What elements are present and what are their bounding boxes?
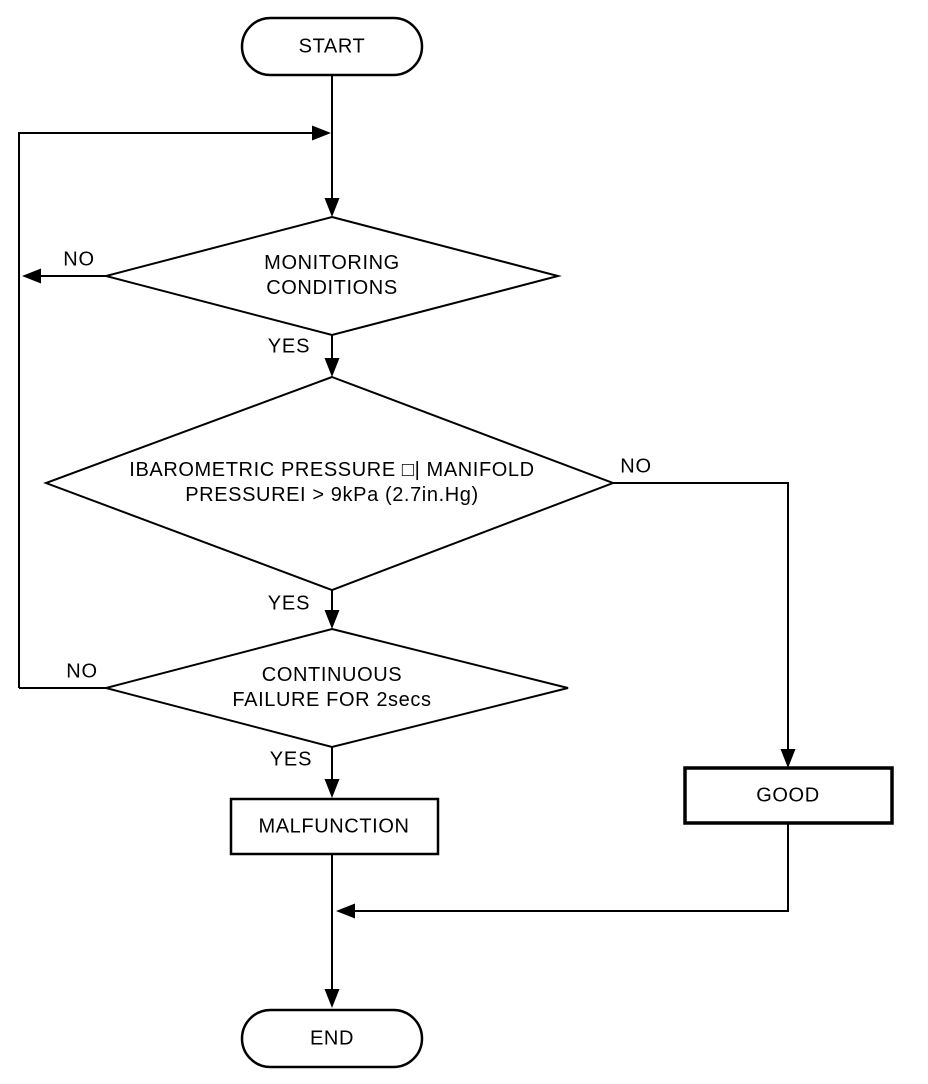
good-process-shape: [683, 766, 894, 825]
monitoring-label-line1: MONITORING: [264, 252, 400, 274]
arrowhead-into-pressure: [324, 358, 340, 377]
end-terminator-shape: [240, 1008, 424, 1069]
monitoring-no-label: NO: [63, 248, 95, 271]
pressure-decision-shape: [43, 375, 616, 592]
pressure-yes-label: YES: [267, 592, 311, 615]
continuous-label: CONTINUOUS FAILURE FOR 2secs: [232, 663, 431, 713]
start-terminator-shape: [240, 16, 424, 77]
pressure-label-line2: PRESSUREI > 9kPa (2.7in.Hg): [185, 484, 479, 506]
edge-good-to-join: [354, 823, 789, 912]
pressure-no-label: NO: [620, 455, 652, 478]
monitoring-label: MONITORING CONDITIONS: [264, 251, 400, 301]
arrowhead-into-good: [780, 749, 796, 768]
arrowhead-into-monitoring: [324, 198, 340, 217]
continuous-yes-label: YES: [269, 748, 313, 771]
continuous-decision-shape: [102, 627, 569, 749]
arrowhead-into-continuous: [324, 610, 340, 629]
continuous-no-label: NO: [66, 660, 98, 683]
end-label: END: [309, 1027, 355, 1050]
arrowhead-into-end: [324, 989, 340, 1008]
monitoring-decision-shape: [102, 215, 562, 337]
continuous-label-line1: CONTINUOUS: [261, 664, 403, 686]
start-label: START: [298, 35, 366, 58]
arrowhead-good-join: [336, 903, 355, 919]
arrowhead-monitoring-no: [22, 268, 41, 284]
arrowhead-loop-into-main: [312, 125, 331, 141]
pressure-label: IBAROMETRIC PRESSURE □| MANIFOLD PRESSUR…: [129, 458, 534, 508]
monitoring-label-line2: CONDITIONS: [266, 277, 398, 299]
edge-pressure-no: [613, 482, 789, 752]
monitoring-yes-label: YES: [267, 335, 311, 358]
malfunction-label: MALFUNCTION: [258, 815, 410, 838]
good-label: GOOD: [756, 784, 820, 807]
malfunction-process-shape: [229, 797, 440, 856]
continuous-label-line2: FAILURE FOR 2secs: [232, 689, 432, 711]
pressure-label-line1: IBAROMETRIC PRESSURE □| MANIFOLD: [129, 459, 535, 481]
arrowhead-into-malfunction: [324, 779, 340, 798]
edge-loopback-top: [18, 132, 314, 688]
